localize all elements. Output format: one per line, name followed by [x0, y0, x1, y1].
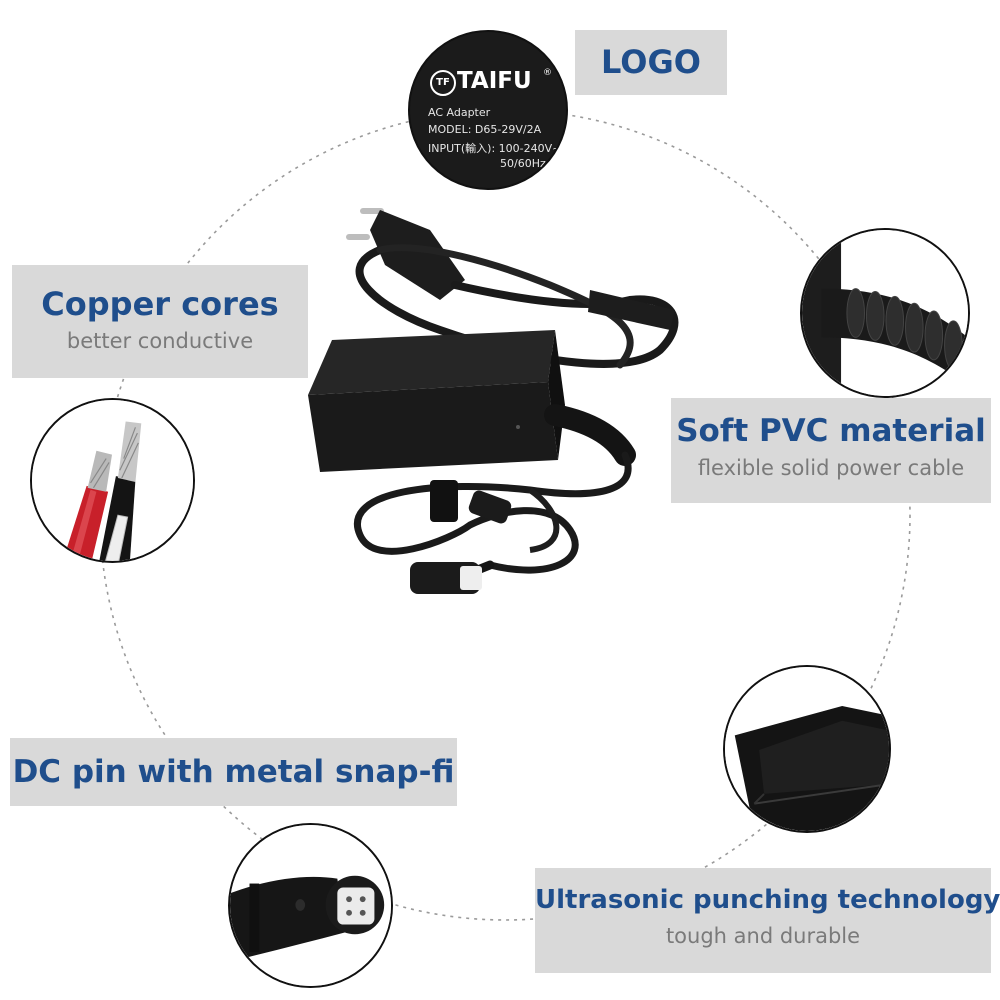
adapter-corner-icon — [723, 665, 891, 833]
label-plate-icon: TF TAIFU ® AC Adapter MODEL: D65-29V/2A … — [408, 30, 568, 190]
brand-mark-text: TF — [436, 77, 450, 88]
feature-subtitle: better conductive — [66, 329, 254, 353]
registered-mark: ® — [543, 68, 552, 78]
dc-plug-icon — [228, 823, 393, 988]
feature-subtitle: tough and durable — [665, 924, 861, 948]
brand-name: TAIFU — [457, 68, 532, 94]
feature-title: Soft PVC material — [676, 413, 986, 449]
feature-subtitle: flexible solid power cable — [697, 456, 965, 480]
feature-box-ultrasonic: Ultrasonic punching technology tough and… — [535, 868, 1000, 973]
plate-line: 50/60Hz — [500, 157, 546, 170]
logo-label: LOGO — [601, 43, 701, 81]
plate-line: AC Adapter — [428, 106, 491, 119]
plate-line: MODEL: D65-29V/2A — [428, 123, 542, 136]
feature-box-copper-cores: Copper cores better conductive — [12, 265, 308, 378]
feature-box-dc-pin: DC pin with metal snap-fi — [10, 738, 457, 806]
feature-box-soft-pvc: Soft PVC material flexible solid power c… — [671, 398, 991, 503]
logo-label-box: LOGO — [575, 30, 727, 95]
copper-wire-icon — [30, 398, 195, 563]
feature-title: DC pin with metal snap-fi — [12, 754, 455, 790]
plate-line: INPUT(輸入): 100-240V~1 — [428, 142, 568, 155]
feature-title: Ultrasonic punching technology — [535, 885, 1000, 915]
feature-title: Copper cores — [41, 285, 279, 323]
ac-adapter-product-icon — [308, 208, 679, 594]
brand-mark: TF — [430, 70, 456, 96]
cable-strain-relief-icon — [800, 228, 970, 398]
